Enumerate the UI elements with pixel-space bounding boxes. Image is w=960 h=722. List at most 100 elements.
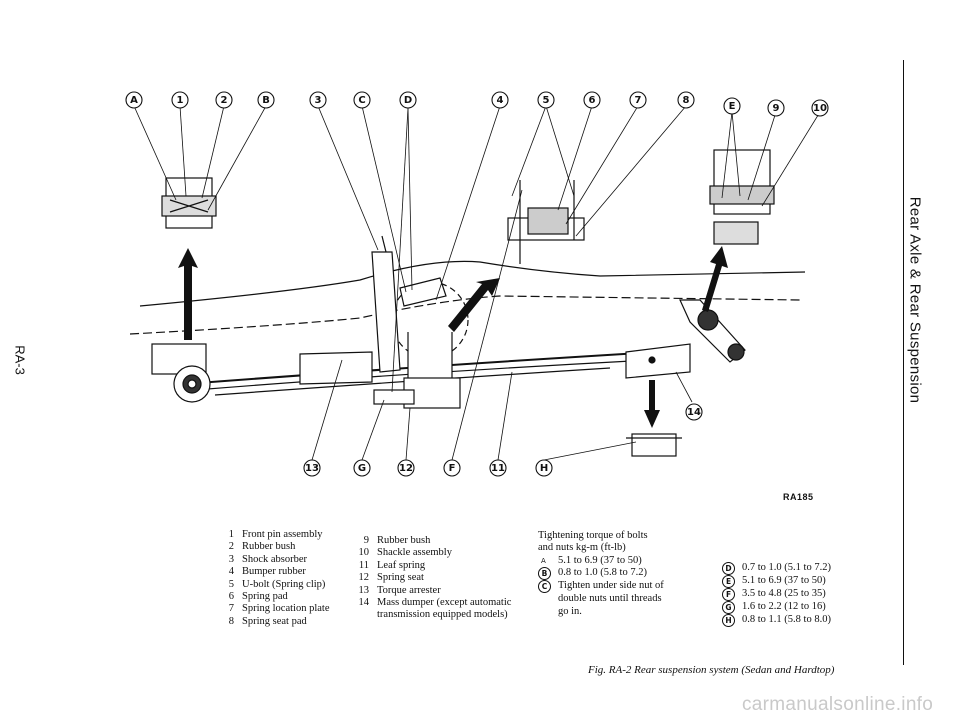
- callout-text: H: [540, 463, 548, 474]
- legend-item: 1 Front pin assembly: [220, 529, 329, 541]
- legend-num: 6: [228, 591, 234, 603]
- callout-a: A: [125, 91, 143, 109]
- callout-d: D: [399, 91, 417, 109]
- torque-value: 0.8 to 1.1 (5.8 to 8.0): [742, 614, 831, 625]
- torque-key-icon: E: [722, 575, 735, 588]
- legend-item: 7 Spring location plate: [220, 603, 330, 615]
- legend-num: 12: [358, 572, 370, 584]
- legend-text: Front pin assembly: [242, 529, 323, 540]
- callout-9: 9: [767, 99, 785, 117]
- legend-num: 8: [228, 615, 234, 627]
- legend-text: Spring location plate: [242, 603, 330, 615]
- inset-spring-pad: [507, 180, 585, 241]
- callout-text: 2: [221, 95, 228, 106]
- legend-num: 2: [228, 541, 234, 553]
- axle-housing: [391, 281, 469, 359]
- legend-num: 5: [228, 578, 234, 590]
- callout-12: 12: [397, 459, 415, 477]
- callout-text: 7: [635, 95, 642, 106]
- torque-value: 0.7 to 1.0 (5.1 to 7.2): [742, 562, 831, 573]
- callout-text: E: [729, 101, 736, 112]
- legend-num: 1: [228, 529, 234, 540]
- legend-text: Shackle assembly: [377, 547, 452, 559]
- callout-text: 6: [589, 95, 596, 106]
- callout-text: 11: [491, 463, 505, 474]
- legend-num: 9: [363, 535, 369, 546]
- torque-item: E 5.1 to 6.9 (37 to 50): [722, 575, 831, 588]
- legend-num: 11: [358, 559, 369, 571]
- torque-key-icon: B: [538, 567, 551, 581]
- torque-key-icon: H: [722, 614, 735, 627]
- callout-f: F: [443, 459, 461, 477]
- callout-g: G: [353, 459, 371, 477]
- callout-text: C: [358, 95, 365, 106]
- frame-rail-upper: [139, 260, 806, 307]
- legend-text: Spring pad: [242, 591, 288, 603]
- callout-text: 5: [543, 95, 550, 106]
- torque-heading-2: and nuts kg-m (ft-lb): [538, 542, 626, 554]
- torque-item: G 1.6 to 2.2 (12 to 16): [722, 601, 831, 614]
- legend-text: Bumper rubber: [242, 566, 306, 578]
- callout-text: B: [262, 95, 270, 106]
- legend-text: Spring seat pad: [242, 615, 307, 627]
- legend-num: 3: [228, 553, 234, 565]
- figure-caption: Fig. RA-2 Rear suspension system (Sedan …: [588, 664, 835, 676]
- torque-item: H 0.8 to 1.1 (5.8 to 8.0): [722, 614, 831, 627]
- legend-text: transmission equipped models): [377, 609, 508, 621]
- legend-num: 4: [228, 566, 234, 578]
- torque-value: 5.1 to 6.9 (37 to 50): [742, 575, 826, 586]
- mass-damper: [625, 343, 691, 379]
- legend-item: 12 Spring seat: [355, 572, 511, 584]
- inset-mass-damper: [626, 433, 682, 457]
- legend-num: 7: [228, 603, 234, 615]
- legend-item: 9 Rubber bush: [355, 535, 511, 547]
- torque-key-icon: G: [722, 601, 735, 614]
- callout-text: 1: [177, 95, 184, 106]
- callout-text: 10: [813, 103, 827, 114]
- callout-text: F: [449, 463, 456, 474]
- torque-key-icon: F: [722, 588, 735, 601]
- legend-text: Rubber bush: [377, 535, 431, 546]
- shock-absorber: [371, 251, 401, 373]
- torque-value-cont: double nuts until threads: [558, 593, 662, 605]
- callout-2: 2: [215, 91, 233, 109]
- torque-item: F 3.5 to 4.8 (25 to 35): [722, 588, 831, 601]
- legend-text: Spring seat: [377, 572, 424, 584]
- torque-key-icon: C: [538, 580, 551, 594]
- torque-heading-1: Tightening torque of bolts: [538, 530, 648, 541]
- frame-rail-lower: [129, 295, 801, 335]
- margin-rule: [903, 60, 904, 665]
- watermark: carmanualsonline.info: [742, 694, 934, 715]
- callout-text: 14: [687, 407, 701, 418]
- callout-8: 8: [677, 91, 695, 109]
- callout-3: 3: [309, 91, 327, 109]
- legend-num: 10: [358, 547, 370, 559]
- torque-specs: Tightening torque of bolts and nuts kg-m…: [538, 530, 664, 618]
- callout-text: A: [130, 95, 138, 106]
- callout-14: 14: [685, 403, 703, 421]
- callout-5: 5: [537, 91, 555, 109]
- legend-text: Mass dumper (except automatic: [377, 597, 512, 609]
- torque-value: 5.1 to 6.9 (37 to 50): [558, 554, 642, 566]
- callout-7: 7: [629, 91, 647, 109]
- callout-b: B: [257, 91, 275, 109]
- callout-c: C: [353, 91, 371, 109]
- callout-text: 13: [305, 463, 319, 474]
- legend-text: Torque arrester: [377, 584, 441, 596]
- page-number-text: RA-3: [12, 345, 28, 375]
- legend-text: Shock absorber: [242, 553, 308, 565]
- torque-value-cont: go in.: [558, 605, 582, 617]
- torque-value: 3.5 to 4.8 (25 to 35): [742, 588, 826, 599]
- callout-text: 3: [315, 95, 322, 106]
- callout-6: 6: [583, 91, 601, 109]
- torque-value: 1.6 to 2.2 (12 to 16): [742, 601, 826, 612]
